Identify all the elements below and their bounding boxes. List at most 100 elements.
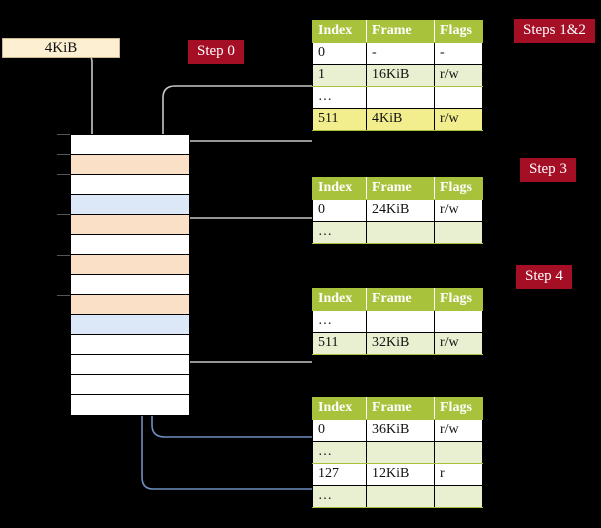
cell-flags <box>434 441 483 464</box>
memory-row <box>71 375 189 395</box>
table-row: 0-- <box>312 42 483 65</box>
column-header-frame: Frame <box>366 397 435 420</box>
table-row: … <box>312 441 483 464</box>
cell-frame <box>366 485 435 508</box>
cell-frame <box>366 221 435 244</box>
memory-tick <box>57 295 70 296</box>
virtual-page-label: 4KiB <box>44 39 78 56</box>
memory-row <box>71 335 189 355</box>
memory-row <box>71 215 189 235</box>
step-badge-label: Step 0 <box>197 43 235 59</box>
column-header-index: Index <box>312 177 367 200</box>
cell-index: … <box>312 441 367 464</box>
cell-flags <box>434 221 483 244</box>
column-header-frame: Frame <box>366 288 435 311</box>
step-badge-label: Step 3 <box>529 161 567 177</box>
cell-frame: 12KiB <box>366 463 435 486</box>
cell-index: … <box>312 221 367 244</box>
memory-row <box>71 315 189 335</box>
cell-flags: r/w <box>434 332 483 355</box>
cell-index: 127 <box>312 463 367 486</box>
memory-tick <box>57 255 70 256</box>
column-header-frame: Frame <box>366 177 435 200</box>
cell-frame <box>366 441 435 464</box>
memory-tick <box>57 154 70 155</box>
cell-index: … <box>312 86 367 109</box>
table-row: … <box>312 221 483 244</box>
column-header-flags: Flags <box>434 20 483 43</box>
memory-row <box>71 175 189 195</box>
wire-step3-to-memory <box>177 217 312 266</box>
step-badge-steps-1-2: Steps 1&2 <box>514 19 595 43</box>
cell-index: 511 <box>312 332 367 355</box>
cell-frame: 36KiB <box>366 419 435 442</box>
cell-flags: r <box>434 463 483 486</box>
virtual-page-box: 4KiB <box>2 38 120 58</box>
cell-frame: - <box>366 42 435 65</box>
memory-row <box>71 275 189 295</box>
cell-flags <box>434 310 483 333</box>
column-header-index: Index <box>312 20 367 43</box>
cell-index: 1 <box>312 64 367 87</box>
cell-frame <box>366 86 435 109</box>
wire-step4-to-memory <box>177 309 312 363</box>
column-header-index: Index <box>312 397 367 420</box>
column-header-flags: Flags <box>434 177 483 200</box>
cell-flags: r/w <box>434 199 483 222</box>
memory-row <box>71 135 189 155</box>
table-row: … <box>312 485 483 508</box>
column-header-flags: Flags <box>434 397 483 420</box>
cell-index: 0 <box>312 42 367 65</box>
cell-flags <box>434 485 483 508</box>
cell-flags: - <box>434 42 483 65</box>
cell-index: … <box>312 310 367 333</box>
step-badge-step-0: Step 0 <box>188 40 244 64</box>
step-badge-step-4: Step 4 <box>516 265 572 289</box>
wire-step12-511-to-memory <box>171 140 312 244</box>
column-header-frame: Frame <box>366 20 435 43</box>
cell-flags: r/w <box>434 108 483 131</box>
memory-row <box>71 195 189 215</box>
memory-row <box>71 255 189 275</box>
memory-tick <box>57 174 70 175</box>
memory-tick <box>57 214 70 215</box>
wire-step0-4kib-to-memory <box>59 47 99 150</box>
cell-flags <box>434 86 483 109</box>
cell-index: 511 <box>312 108 367 131</box>
cell-frame: 16KiB <box>366 64 435 87</box>
cell-flags: r/w <box>434 419 483 442</box>
physical-memory-column <box>70 134 190 416</box>
cell-index: 0 <box>312 199 367 222</box>
table-row: … <box>312 86 483 109</box>
cell-frame: 4KiB <box>366 108 435 131</box>
memory-row <box>71 395 189 415</box>
memory-row <box>71 235 189 255</box>
cell-index: 0 <box>312 419 367 442</box>
memory-tick <box>57 134 70 135</box>
table-row: … <box>312 310 483 333</box>
step-badge-step-3: Step 3 <box>520 158 576 182</box>
cell-index: … <box>312 485 367 508</box>
memory-row <box>71 355 189 375</box>
column-header-flags: Flags <box>434 288 483 311</box>
column-header-index: Index <box>312 288 367 311</box>
step-badge-label: Steps 1&2 <box>523 22 586 38</box>
cell-frame: 24KiB <box>366 199 435 222</box>
cell-frame <box>366 310 435 333</box>
step-badge-label: Step 4 <box>525 268 563 284</box>
memory-row <box>71 295 189 315</box>
cell-flags: r/w <box>434 64 483 87</box>
